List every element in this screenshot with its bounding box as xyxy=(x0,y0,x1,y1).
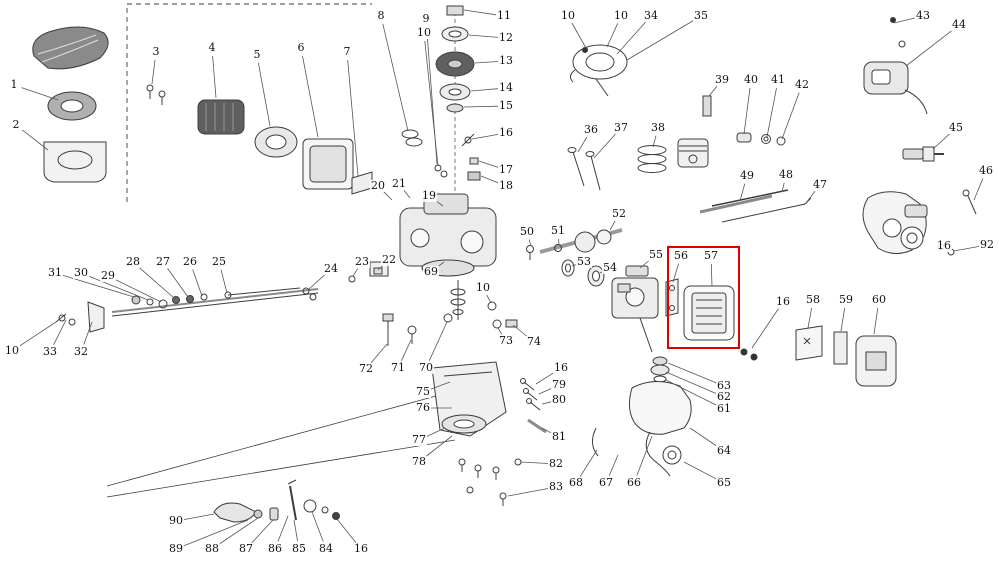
bolt-sketch-3 xyxy=(146,84,166,105)
handle-assembly-sketch xyxy=(213,479,340,523)
valves-sketch xyxy=(567,147,601,191)
fuel-tank-sketch xyxy=(592,356,692,477)
starter-pulley-sketch xyxy=(569,44,628,97)
bracket-sketch xyxy=(55,301,105,333)
crankcase-sketch xyxy=(431,361,507,437)
gasket-sketch-7 xyxy=(351,171,373,195)
highlight-box xyxy=(667,246,740,349)
covers-sketch xyxy=(795,325,897,387)
crankshaft-sketch xyxy=(526,228,623,287)
spark-plug-sketch xyxy=(902,146,944,162)
engine-block-sketch xyxy=(369,193,518,329)
magneto-sketch xyxy=(862,189,977,256)
ignition-coil-sketch xyxy=(863,17,928,115)
carburetor-sketch xyxy=(611,265,659,353)
plug-screws-sketch xyxy=(382,313,453,346)
pin-clip-sketch xyxy=(702,95,786,146)
rods-sketch xyxy=(699,189,812,223)
muffler-sketch-6 xyxy=(302,138,354,190)
shroud-sketch-4 xyxy=(197,99,245,135)
air-filter-housing-sketch xyxy=(665,278,758,361)
intake-ring-sketch-5 xyxy=(254,126,298,158)
small-screws-sketch xyxy=(458,378,547,506)
leader-lines xyxy=(18,9,984,547)
throttle-cable-sketch xyxy=(111,267,383,317)
dashed-boundary xyxy=(126,3,372,202)
filter-base-sketch xyxy=(43,141,107,183)
flywheel-stack-sketch xyxy=(401,5,481,195)
part-sketches xyxy=(32,3,977,523)
piston-rings-sketch xyxy=(637,138,709,173)
air-filter-element-sketch xyxy=(47,91,97,121)
engine-cover-sketch xyxy=(32,26,109,70)
